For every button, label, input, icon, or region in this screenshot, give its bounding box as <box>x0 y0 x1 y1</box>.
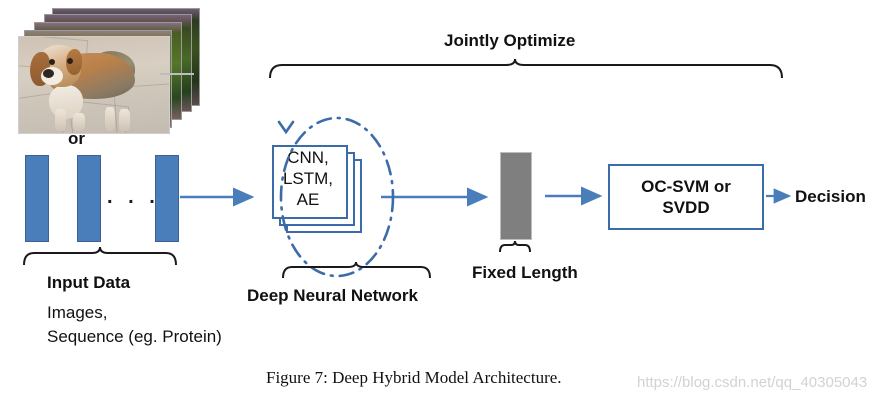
jointly-optimize-brace-icon <box>269 58 783 79</box>
input-bar-1 <box>25 155 49 242</box>
classifier-box: OC-SVM or SVDD <box>608 164 764 230</box>
photo-stack-icon <box>18 8 200 134</box>
fixed-length-brace-icon <box>499 240 531 253</box>
or-label: or <box>68 129 85 148</box>
dnn-brace-icon <box>282 261 431 279</box>
input-data-label: Input Data <box>47 273 131 292</box>
input-bar-3 <box>155 155 179 242</box>
dnn-box-label-line-2: LSTM, <box>282 169 334 188</box>
watermark-text: https://blog.csdn.net/qq_40305043 <box>637 374 868 391</box>
dnn-box-label-line-3: AE <box>296 190 320 209</box>
stack-leader-line <box>160 73 194 75</box>
classifier-label-line-2: SVDD <box>662 198 710 217</box>
input-data-line-1: Images, <box>47 303 108 322</box>
input-data-line-2: Sequence (eg. Protein) <box>47 327 222 346</box>
input-bar-2 <box>77 155 101 242</box>
fixed-length-bar <box>500 152 532 240</box>
dnn-box-label-line-1: CNN, <box>287 148 329 167</box>
jointly-optimize-label: Jointly Optimize <box>444 31 576 50</box>
classifier-label-line-1: OC-SVM or <box>641 176 731 196</box>
deep-neural-network-label: Deep Neural Network <box>247 286 418 305</box>
figure-caption: Figure 7: Deep Hybrid Model Architecture… <box>266 368 562 387</box>
input-data-brace-icon <box>23 246 177 266</box>
ellipse-entry-arrowhead-icon <box>277 120 295 135</box>
dog-photo-icon <box>18 36 170 134</box>
input-bars-ellipsis: . . . <box>107 186 160 208</box>
fixed-length-label: Fixed Length <box>472 263 578 282</box>
decision-label: Decision <box>795 187 866 206</box>
